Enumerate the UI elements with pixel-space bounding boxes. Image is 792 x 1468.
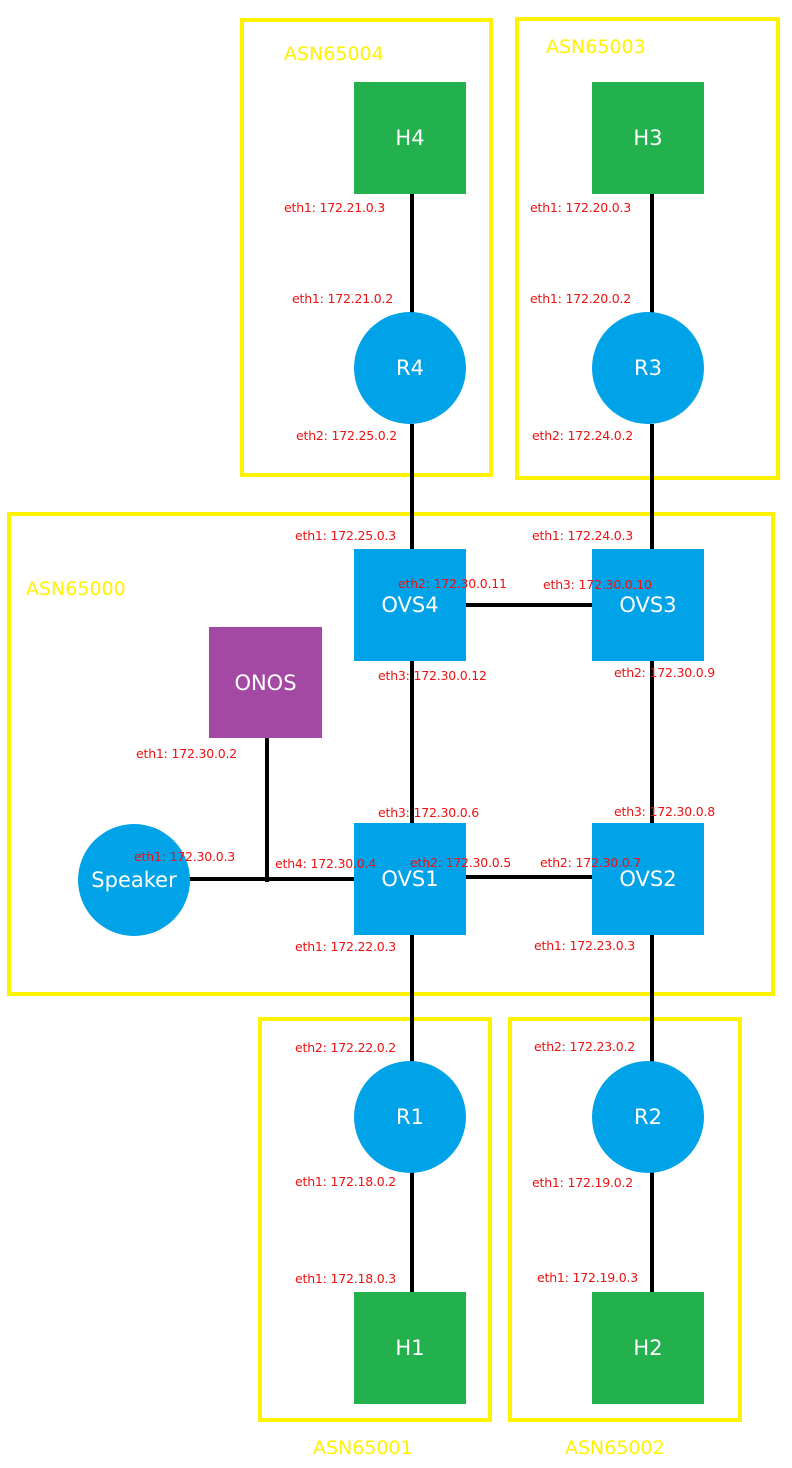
link-h4-r4 xyxy=(410,194,414,314)
iface-label-h1-eth1: eth1: 172.18.0.3 xyxy=(295,1271,397,1286)
as-box-65002 xyxy=(508,1017,742,1422)
iface-label-ovs3-eth3: eth3: 172.30.0.10 xyxy=(543,577,652,592)
link-ovs4-ovs1 xyxy=(410,660,414,824)
iface-label-r4-eth2: eth2: 172.25.0.2 xyxy=(296,428,398,443)
iface-label-ovs4-eth3: eth3: 172.30.0.12 xyxy=(378,668,487,683)
link-r3-ovs3 xyxy=(650,424,654,550)
as-label-65004: ASN65004 xyxy=(284,43,384,65)
host-h1[interactable]: H1 xyxy=(354,1292,466,1404)
link-onos-drop xyxy=(265,737,269,882)
link-ovs3-ovs2 xyxy=(650,660,654,824)
iface-label-ovs3-eth2: eth2: 172.30.0.9 xyxy=(614,665,716,680)
router-r2[interactable]: R2 xyxy=(592,1061,704,1173)
switch-ovs3[interactable]: OVS3 xyxy=(592,549,704,661)
host-h3[interactable]: H3 xyxy=(592,82,704,194)
router-r1[interactable]: R1 xyxy=(354,1061,466,1173)
iface-label-ovs4-eth2: eth2: 172.30.0.11 xyxy=(398,576,507,591)
iface-label-r2-eth2: eth2: 172.23.0.2 xyxy=(534,1039,636,1054)
link-r2-h2 xyxy=(650,1168,654,1332)
host-h4[interactable]: H4 xyxy=(354,82,466,194)
as-box-65000 xyxy=(7,512,775,996)
link-ovs4-ovs3 xyxy=(466,603,594,607)
iface-label-r1-eth1: eth1: 172.18.0.2 xyxy=(295,1174,397,1189)
iface-label-ovs1-eth2: eth2: 172.30.0.5 xyxy=(410,855,512,870)
link-ovs2-r2 xyxy=(650,934,654,1064)
iface-label-speaker-eth1: eth1: 172.30.0.3 xyxy=(134,849,236,864)
link-ovs1-r1 xyxy=(410,934,414,1064)
iface-label-ovs3-eth1: eth1: 172.24.0.3 xyxy=(532,528,634,543)
link-speaker-ovs1 xyxy=(188,877,356,881)
iface-label-ovs2-eth1: eth1: 172.23.0.3 xyxy=(534,938,636,953)
switch-ovs1[interactable]: OVS1 xyxy=(354,823,466,935)
iface-label-r1-eth2: eth2: 172.22.0.2 xyxy=(295,1040,397,1055)
iface-label-h4-eth1: eth1: 172.21.0.3 xyxy=(284,200,386,215)
iface-label-ovs2-eth2: eth2: 172.30.0.7 xyxy=(540,855,642,870)
iface-label-h3-eth1: eth1: 172.20.0.3 xyxy=(530,200,632,215)
iface-label-ovs2-eth3: eth3: 172.30.0.8 xyxy=(614,804,716,819)
iface-label-ovs1-eth3: eth3: 172.30.0.6 xyxy=(378,805,480,820)
iface-label-r4-eth1: eth1: 172.21.0.2 xyxy=(292,291,394,306)
iface-label-r3-eth2: eth2: 172.24.0.2 xyxy=(532,428,634,443)
iface-label-r2-eth1: eth1: 172.19.0.2 xyxy=(532,1175,634,1190)
iface-label-ovs4-eth1: eth1: 172.25.0.3 xyxy=(295,528,397,543)
switch-ovs4[interactable]: OVS4 xyxy=(354,549,466,661)
iface-label-ovs1-eth4: eth4: 172.30.0.4 xyxy=(275,856,377,871)
link-r4-ovs4 xyxy=(410,424,414,550)
router-r3[interactable]: R3 xyxy=(592,312,704,424)
as-box-65003 xyxy=(515,17,780,480)
router-r4[interactable]: R4 xyxy=(354,312,466,424)
as-box-65004 xyxy=(240,18,493,477)
host-h2[interactable]: H2 xyxy=(592,1292,704,1404)
switch-ovs2[interactable]: OVS2 xyxy=(592,823,704,935)
iface-label-ovs1-eth1: eth1: 172.22.0.3 xyxy=(295,939,397,954)
as-label-65003: ASN65003 xyxy=(546,36,646,58)
as-box-65001 xyxy=(258,1017,492,1422)
bgp-speaker[interactable]: Speaker xyxy=(78,824,190,936)
iface-label-onos-eth1: eth1: 172.30.0.2 xyxy=(136,746,238,761)
link-ovs1-ovs2 xyxy=(466,875,594,879)
iface-label-h2-eth1: eth1: 172.19.0.3 xyxy=(537,1270,639,1285)
controller-onos[interactable]: ONOS xyxy=(209,627,322,738)
iface-label-r3-eth1: eth1: 172.20.0.2 xyxy=(530,291,632,306)
link-h3-r3 xyxy=(650,194,654,314)
as-label-65002: ASN65002 xyxy=(565,1437,665,1459)
as-label-65000: ASN65000 xyxy=(26,578,126,600)
link-r1-h1 xyxy=(410,1168,414,1332)
as-label-65001: ASN65001 xyxy=(313,1437,413,1459)
